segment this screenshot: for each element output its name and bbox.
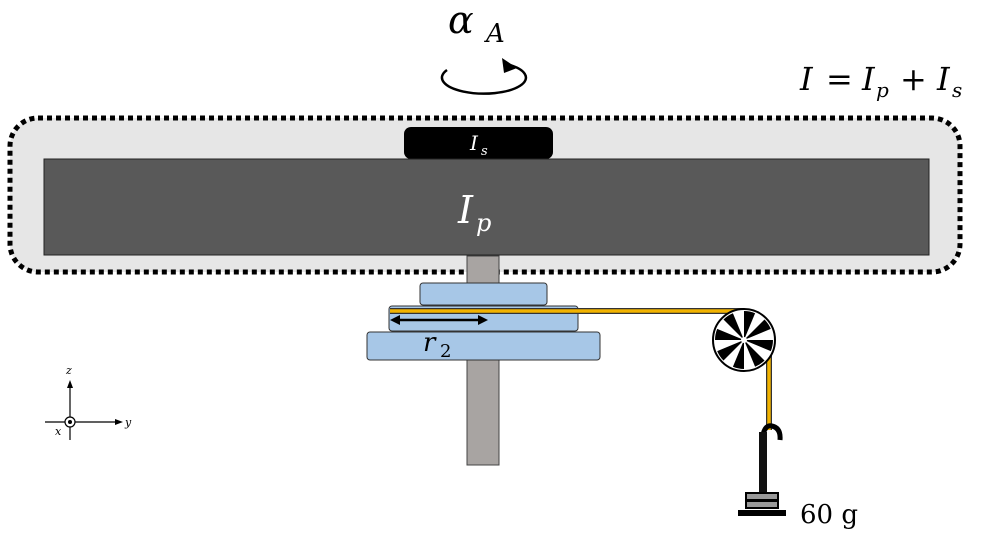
alpha-subscript: A: [484, 19, 505, 49]
pulley-spoke: [744, 311, 756, 340]
equation-lhs: I: [799, 60, 814, 98]
axis-y-label: y: [124, 416, 132, 429]
equation-term2-sub: s: [952, 78, 962, 102]
sample-block: [404, 127, 553, 159]
equation-equals: =: [826, 60, 853, 98]
moment-of-inertia-equation: I = I p + I s: [799, 60, 962, 102]
pulley-wheel-icon: [712, 308, 776, 372]
pulley-spoke: [744, 340, 773, 352]
radius-arrow: [390, 315, 488, 325]
pulley-spoke: [744, 340, 765, 367]
pulley-hub: [741, 337, 747, 343]
pulley-spoke: [715, 328, 744, 340]
pulley-step-top: [419, 282, 548, 306]
pulley-spoke: [717, 340, 744, 361]
pulley-spoke: [732, 340, 744, 369]
alpha-label: α: [448, 0, 474, 42]
platform: [43, 158, 930, 256]
sample-label-sub: s: [481, 144, 488, 159]
pulley-step-bottom: [366, 331, 601, 361]
coordinate-axes: [45, 380, 123, 440]
axis-z-label: z: [65, 364, 72, 377]
radius-label: r: [423, 328, 437, 358]
axis-x-label: x: [55, 425, 62, 438]
equation-term1-sub: p: [876, 78, 889, 102]
equation-term2: I: [936, 60, 951, 98]
radius-label-sub: 2: [440, 341, 451, 362]
sample-label: I: [469, 131, 479, 155]
pulley-spoke: [744, 319, 771, 340]
mass-hanger: [738, 423, 786, 516]
equation-term1: I: [861, 60, 876, 98]
rotation-arrow-icon: [440, 58, 528, 95]
pulley-spoke: [723, 313, 744, 340]
equation-plus: +: [900, 60, 927, 98]
mass-label: 60 g: [800, 500, 858, 530]
platform-label-sub: p: [476, 209, 491, 237]
platform-label: I: [457, 188, 474, 232]
